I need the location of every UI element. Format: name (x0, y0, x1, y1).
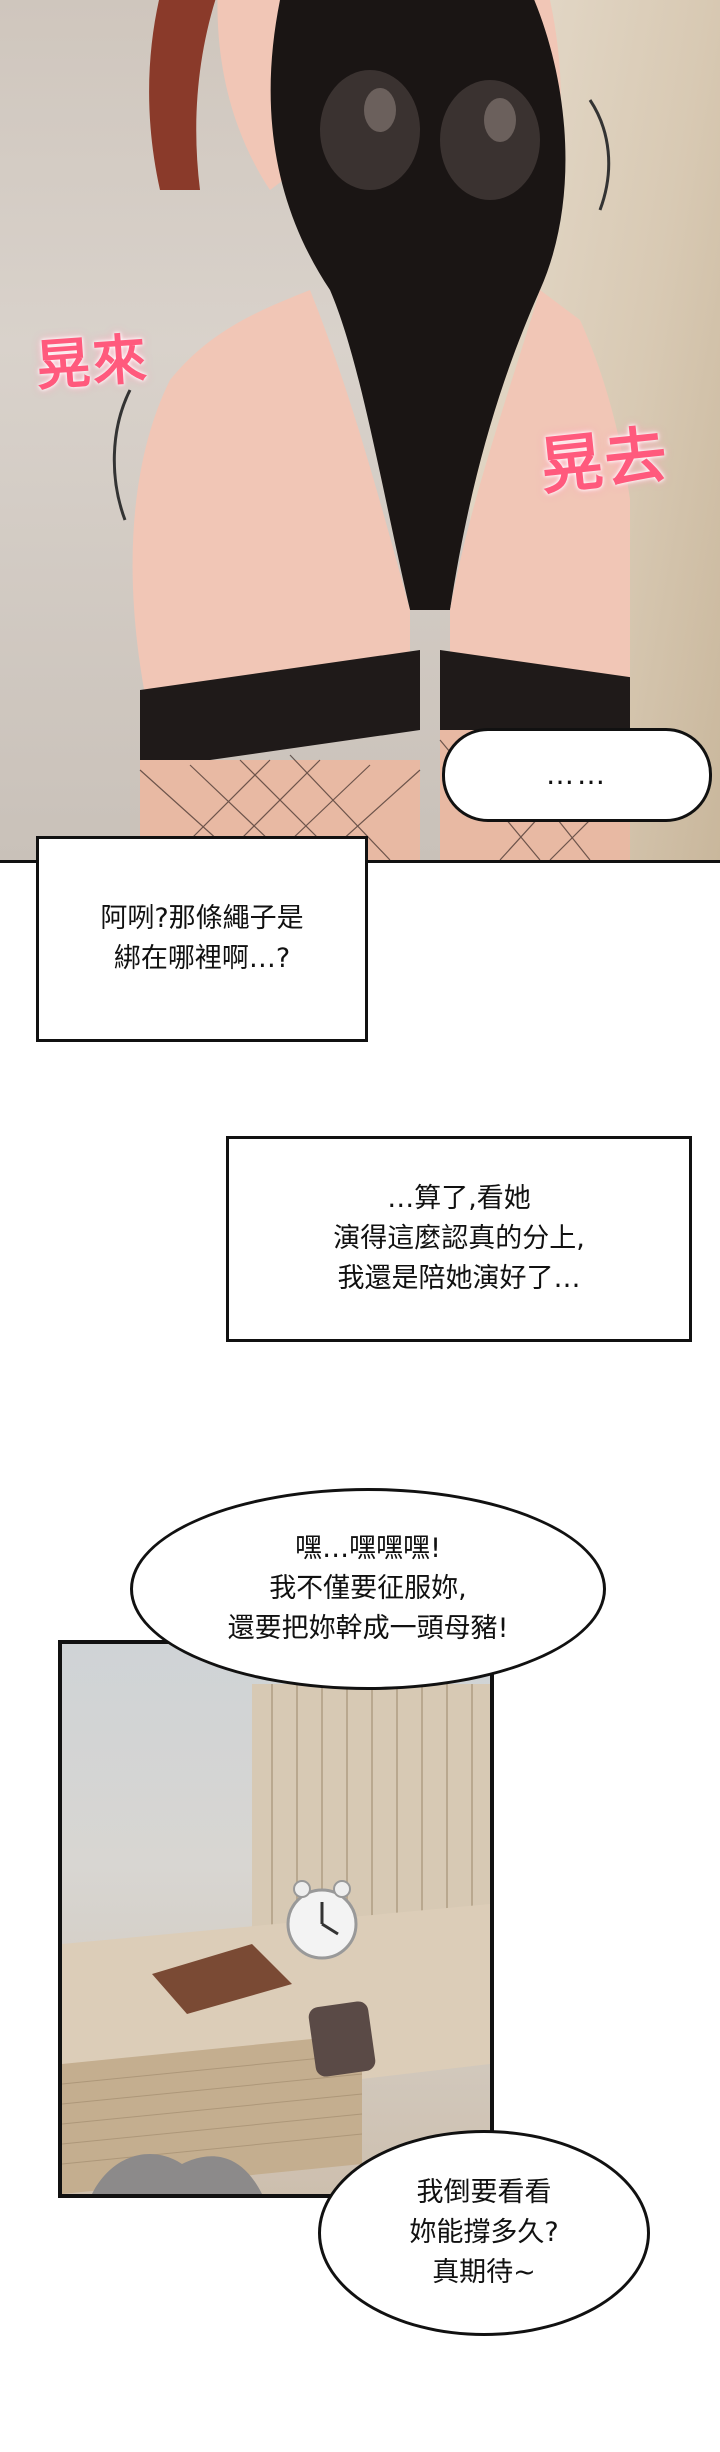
speech-bubble-dots: …… (442, 728, 712, 822)
speech-bubble-1: 嘿…嘿嘿嘿! 我不僅要征服妳, 還要把妳幹成一頭母豬! (130, 1488, 606, 1690)
narration-box-1: 阿咧?那條繩子是 綁在哪裡啊…? (36, 836, 368, 1042)
panel-room-nightstand (58, 1640, 494, 2198)
panel-top-character: 晃來 晃去 (0, 0, 720, 863)
sfx-sway-right: 晃去 (537, 417, 673, 504)
narration-box-2: …算了,看她 演得這麼認真的分上, 我還是陪她演好了… (226, 1136, 692, 1342)
room-illustration (62, 1684, 490, 2194)
speech-bubble-2: 我倒要看看 妳能撐多久? 真期待~ (318, 2130, 650, 2336)
sfx-sway-left: 晃來 (34, 326, 151, 398)
